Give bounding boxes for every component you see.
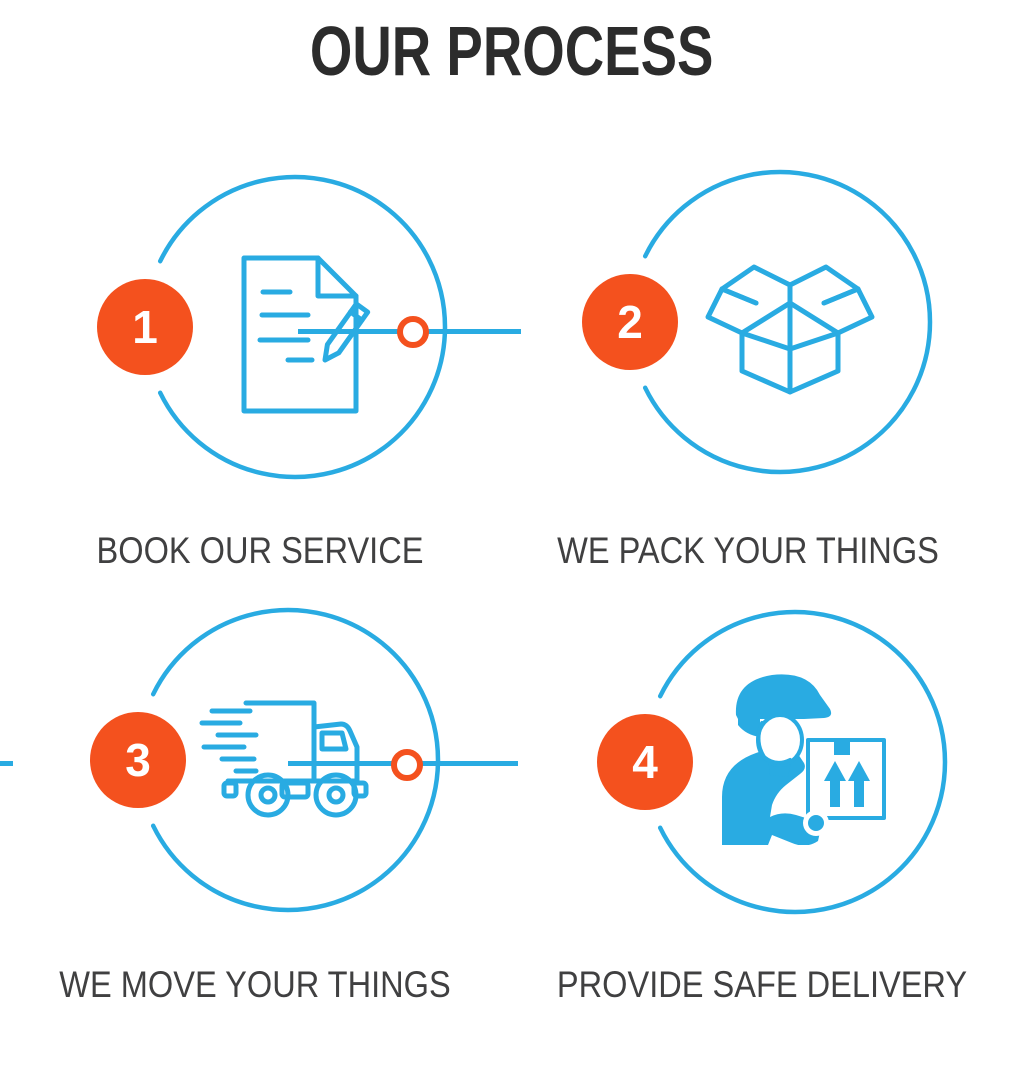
- process-step-2: 2: [582, 167, 935, 477]
- step-number: 1: [132, 301, 158, 353]
- process-step-3: 3: [90, 605, 443, 915]
- step-label-4: PROVIDE SAFE DELIVERY: [556, 964, 968, 1005]
- process-step-1: 1: [97, 172, 450, 482]
- step-number: 2: [617, 296, 643, 348]
- step-circle-outline: [157, 174, 448, 480]
- step-circle-outline: [657, 609, 948, 915]
- step-label-1: BOOK OUR SERVICE: [96, 530, 424, 571]
- step-number-badge: 4: [597, 714, 693, 810]
- step-number-badge: 3: [90, 712, 186, 808]
- connector-node-row1: [397, 316, 429, 348]
- document-pencil-icon: [241, 255, 371, 414]
- step-label-3: WE MOVE YOUR THINGS: [59, 964, 451, 1005]
- step-number-badge: 1: [97, 279, 193, 375]
- step-circle-outline: [642, 169, 933, 475]
- step-circle-outline: [150, 607, 441, 913]
- page-title: OUR PROCESS: [0, 14, 1024, 88]
- page-title-text: OUR PROCESS: [310, 12, 714, 90]
- fast-truck-icon: [199, 700, 369, 818]
- connector-node-row2: [391, 749, 423, 781]
- step-number-badge: 2: [582, 274, 678, 370]
- step-number: 4: [632, 736, 658, 788]
- connector-line-left-stub: [0, 761, 13, 766]
- step-number: 3: [125, 734, 151, 786]
- open-box-icon: [705, 264, 875, 395]
- process-step-4: 4: [597, 607, 950, 917]
- delivery-person-icon: [722, 674, 886, 845]
- step-label-2: WE PACK YOUR THINGS: [557, 530, 939, 571]
